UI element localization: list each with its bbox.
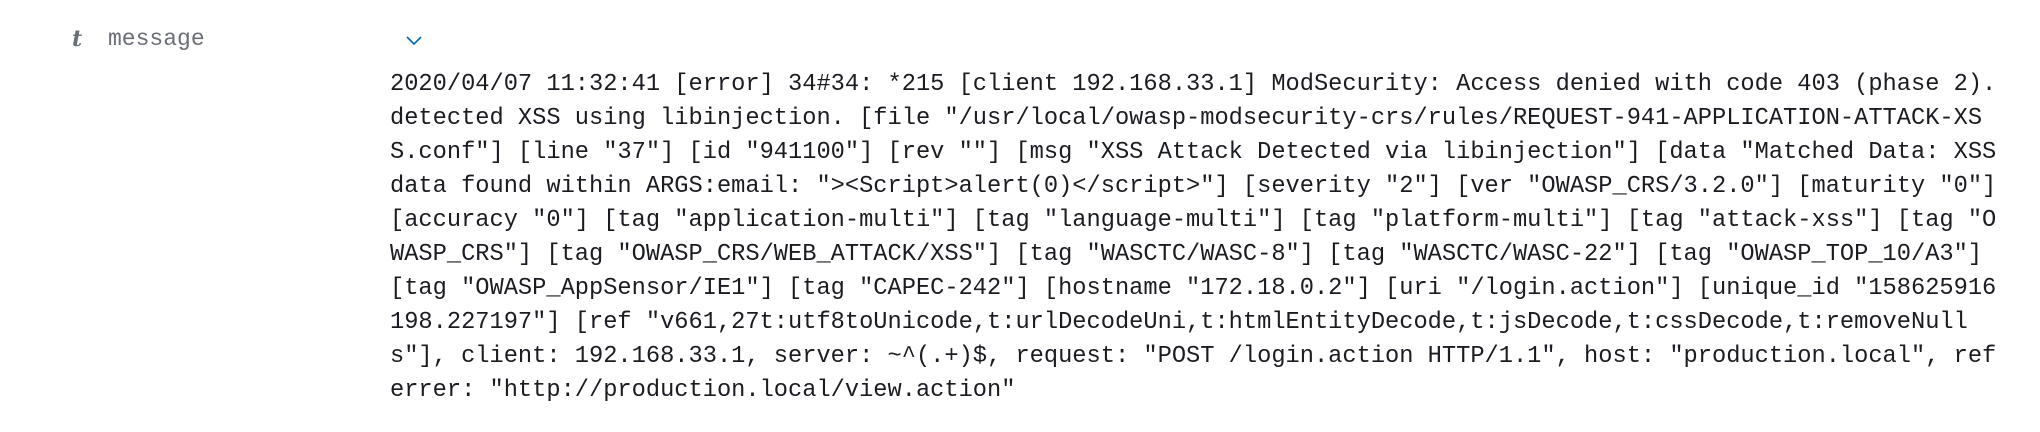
message-line: errer: "http://production.local/view.act…	[390, 377, 1016, 404]
field-name: message	[108, 26, 205, 52]
message-line: S.conf"] [line "37"] [id "941100"] [rev …	[390, 139, 1997, 166]
message-line: [tag "OWASP_AppSensor/IE1"] [tag "CAPEC-…	[390, 275, 1997, 302]
message-line: 198.227197"] [ref "v661,27t:utf8toUnicod…	[390, 309, 1968, 336]
message-line: s"], client: 192.168.33.1, server: ~^(.+…	[390, 343, 1997, 370]
string-type-icon: t	[72, 26, 83, 52]
field-value-message: 2020/04/07 11:32:41 [error] 34#34: *215 …	[390, 68, 1996, 408]
message-line: data found within ARGS:email: "><Script>…	[390, 173, 1997, 200]
message-line: [accuracy "0"] [tag "application-multi"]…	[390, 207, 1997, 234]
message-line: WASP_CRS"] [tag "OWASP_CRS/WEB_ATTACK/XS…	[390, 241, 1983, 268]
chevron-down-icon[interactable]	[402, 28, 426, 52]
message-line: detected XSS using libinjection. [file "…	[390, 105, 1983, 132]
message-line: 2020/04/07 11:32:41 [error] 34#34: *215 …	[390, 71, 1997, 98]
